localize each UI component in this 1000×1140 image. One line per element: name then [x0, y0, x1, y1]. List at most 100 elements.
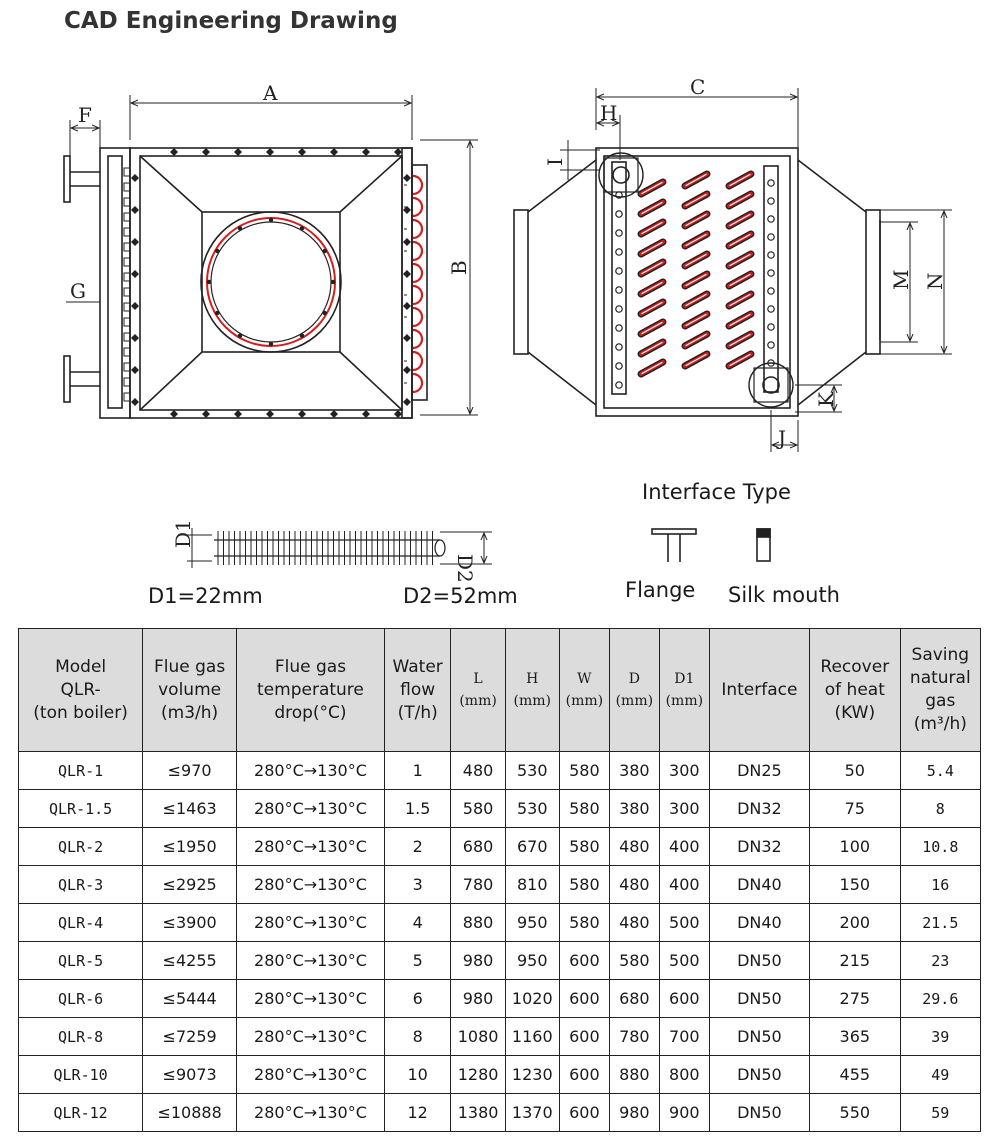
table-cell: 10	[383, 1055, 452, 1094]
table-cell: 280°C→130°C	[236, 827, 385, 866]
table-cell: 23	[899, 941, 982, 980]
column-header-line: (ton boiler)	[33, 702, 128, 723]
tube-highlight	[685, 173, 707, 187]
table-cell: 600	[558, 1055, 610, 1094]
column-header-line: H	[526, 671, 539, 687]
table-cell: DN50	[708, 941, 811, 980]
table-cell: QLR-4	[17, 903, 144, 942]
table-cell: 280°C→130°C	[236, 903, 385, 942]
table-cell: 530	[504, 751, 560, 790]
table-cell: 480	[608, 865, 660, 904]
table-cell: 880	[450, 903, 506, 942]
table-cell: 280°C→130°C	[236, 751, 385, 790]
table-cell: ≤10888	[142, 1093, 238, 1132]
header-slot	[123, 377, 131, 387]
tube-highlight	[641, 241, 663, 255]
plate-hole	[615, 362, 623, 370]
tube-highlight	[729, 233, 751, 247]
fin-tube-d2-label: D2	[453, 554, 477, 583]
column-header-line: Water	[392, 656, 443, 677]
flange-bolt	[322, 248, 327, 254]
plate-hole	[615, 286, 623, 294]
header-slot	[123, 242, 131, 252]
column-header-line: D1	[674, 671, 695, 687]
table-cell: 600	[558, 979, 610, 1018]
bolt-mark	[403, 174, 411, 182]
table-cell: 215	[809, 941, 901, 980]
flange-bolt	[330, 279, 336, 285]
coil-end	[412, 350, 424, 372]
header-slot	[123, 257, 131, 267]
header-slot	[123, 362, 131, 372]
bolt-mark	[170, 410, 178, 418]
table-cell: DN40	[708, 865, 811, 904]
table-cell: 300	[658, 789, 710, 828]
table-cell: QLR-3	[17, 865, 144, 904]
fin-tube-d1-label: D1	[171, 519, 195, 548]
plate-hole	[615, 248, 623, 256]
table-cell: 900	[658, 1093, 710, 1132]
column-header-line: (T/h)	[397, 702, 438, 723]
dim-label-m: M	[889, 270, 913, 290]
tube-highlight	[641, 181, 663, 195]
bolt-mark	[403, 334, 411, 342]
column-header-line: L	[473, 671, 483, 687]
flange-bolt	[215, 248, 220, 254]
column-header-line: (m3/h)	[161, 702, 219, 723]
table-cell: DN50	[708, 979, 811, 1018]
coil-end	[412, 328, 424, 350]
table-cell: DN40	[708, 903, 811, 942]
table-cell: 6	[383, 979, 452, 1018]
front-view-flange-bolts	[123, 148, 411, 418]
table-cell: DN25	[708, 751, 811, 790]
table-cell: ≤970	[142, 751, 238, 790]
tube-highlight	[641, 281, 663, 295]
dim-label-i: I	[543, 158, 567, 166]
tube-highlight	[685, 233, 707, 247]
table-cell: 500	[658, 903, 710, 942]
tube-highlight	[641, 361, 663, 375]
column-header: Interface	[708, 628, 811, 752]
table-cell: 480	[608, 903, 660, 942]
coil-end	[412, 174, 424, 196]
table-cell: ≤9073	[142, 1055, 238, 1094]
table-cell: 39	[899, 1017, 982, 1056]
table-cell: 880	[608, 1055, 660, 1094]
header-slot	[123, 302, 131, 312]
table-cell: 21.5	[899, 903, 982, 942]
column-header-line: volume	[158, 679, 222, 700]
bolt-mark	[403, 270, 411, 278]
bolt-mark	[131, 174, 139, 182]
column-header-line: (mm)	[665, 693, 704, 709]
column-header-line: Model	[55, 656, 107, 677]
table-cell: QLR-12	[17, 1093, 144, 1132]
column-header-line: Saving	[911, 645, 970, 665]
table-cell: 59	[899, 1093, 982, 1132]
silk-mouth-icon	[756, 528, 771, 562]
table-cell: 280°C→130°C	[236, 941, 385, 980]
header-slot	[123, 272, 131, 282]
header-slot	[123, 317, 131, 327]
table-cell: 580	[608, 941, 660, 980]
bolt-mark	[170, 148, 178, 156]
column-header-line: natural	[909, 668, 971, 688]
bolt-mark	[403, 366, 411, 374]
interface-silk-label: Silk mouth	[728, 583, 840, 607]
table-cell: 1020	[504, 979, 560, 1018]
table-cell: 580	[558, 903, 610, 942]
tube-highlight	[641, 201, 663, 215]
bolt-mark	[298, 148, 306, 156]
coil-end	[412, 196, 424, 218]
table-cell: 1.5	[383, 789, 452, 828]
table-cell: QLR-5	[17, 941, 144, 980]
coil-end	[412, 240, 424, 262]
